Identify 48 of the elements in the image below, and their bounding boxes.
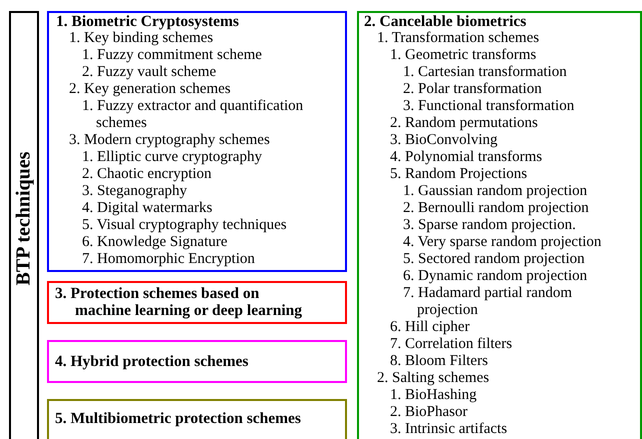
vertical-title: BTP techniques: [12, 151, 36, 285]
list-item: 2. Fuzzy vault scheme: [81, 64, 218, 81]
list-item: 1. BioHashing: [389, 387, 478, 404]
list-item: 6. Hill cipher: [389, 319, 471, 336]
category-box: [47, 281, 347, 324]
list-item: 2. Bernoulli random projection: [402, 200, 590, 217]
category-box: [47, 11, 347, 272]
list-item: 7. Hadamard partial random projection: [402, 285, 574, 319]
list-item: 1. Fuzzy commitment scheme: [81, 47, 263, 64]
list-item: 5. Sectored random projection: [402, 251, 586, 268]
list-item: 7. Homomorphic Encryption: [81, 251, 256, 268]
category-box: [357, 11, 642, 439]
list-item: 3. Modern cryptography schemes: [68, 132, 271, 149]
list-item: 2. BioPhasor: [389, 404, 469, 421]
list-item: 4. Digital watermarks: [81, 200, 214, 217]
list-item: 3. Intrinsic artifacts: [389, 421, 508, 438]
category-heading: 3. Protection schemes based on machine learning or deep learning: [54, 285, 304, 319]
list-item: 2. Key generation schemes: [68, 81, 232, 98]
list-item: 2. Chaotic encryption: [81, 166, 213, 183]
list-item: 3. Sparse random projection.: [402, 217, 577, 234]
category-heading: 4. Hybrid protection schemes: [54, 353, 250, 370]
list-item: 1. Key binding schemes: [68, 30, 214, 47]
list-item: 4. Polynomial transforms: [389, 149, 544, 166]
category-heading: 5. Multibiometric protection schemes: [54, 410, 302, 427]
list-item: 8. Bloom Filters: [389, 353, 489, 370]
list-item: 1. Transformation schemes: [376, 30, 540, 47]
category-heading: 1. Biometric Cryptosystems: [55, 13, 240, 30]
list-item: 2. Salting schemes: [376, 370, 490, 387]
category-box: [47, 399, 347, 439]
list-item: 7. Correlation filters: [389, 336, 514, 353]
list-item: 1. Fuzzy extractor and quantification schemes: [81, 98, 304, 132]
list-item: 3. BioConvolving: [389, 132, 499, 149]
list-item: 1. Gaussian random projection: [402, 183, 588, 200]
category-box: [9, 11, 39, 439]
list-item: 5. Visual cryptography techniques: [81, 217, 288, 234]
list-item: 1. Geometric transforms: [389, 47, 538, 64]
list-item: 1. Cartesian transformation: [402, 64, 568, 81]
list-item: 3. Steganography: [81, 183, 188, 200]
list-item: 1. Elliptic curve cryptography: [81, 149, 263, 166]
list-item: 4. Very sparse random projection: [402, 234, 602, 251]
list-item: 2. Random permutations: [389, 115, 539, 132]
list-item: 5. Random Projections: [389, 166, 528, 183]
category-box: [47, 340, 347, 383]
category-heading: 2. Cancelable biometrics: [363, 13, 528, 30]
list-item: 3. Functional transformation: [402, 98, 576, 115]
list-item: 6. Dynamic random projection: [402, 268, 588, 285]
list-item: 6. Knowledge Signature: [81, 234, 228, 251]
list-item: 2. Polar transformation: [402, 81, 543, 98]
